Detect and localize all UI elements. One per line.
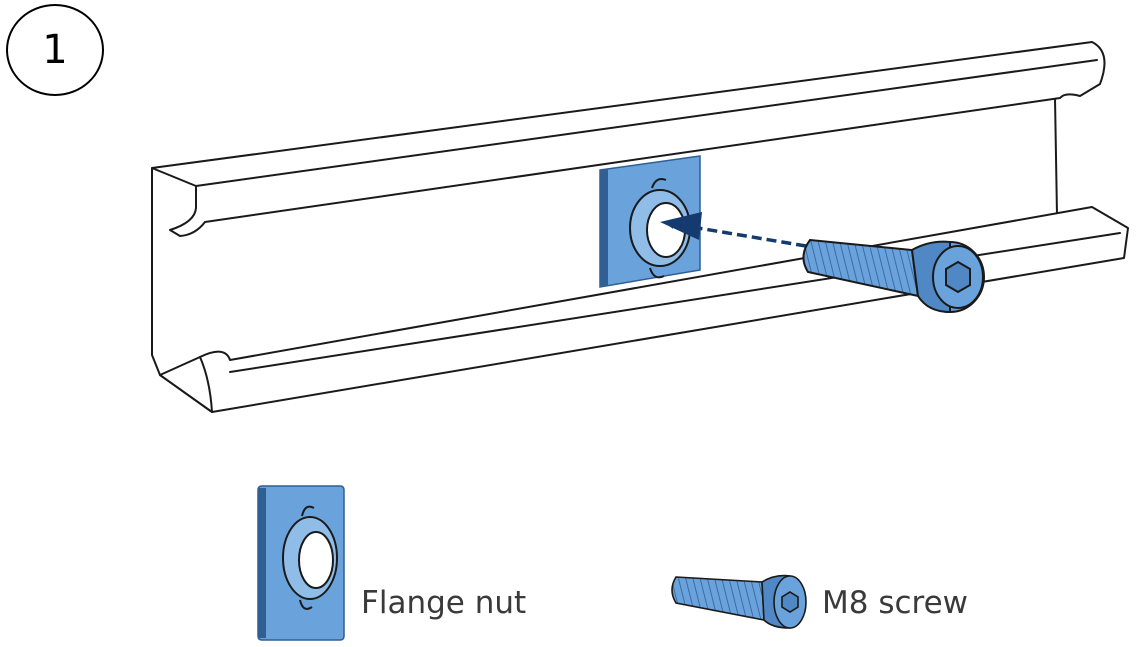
m8-screw-label: M8 screw [822,585,969,621]
insert-arrow-icon [664,219,807,248]
step-number-badge: 1 [6,4,104,96]
flange-nut-icon [257,485,345,641]
flange-nut-label: Flange nut [361,585,527,621]
m8-screw-icon [671,574,807,629]
step-number-text: 1 [42,27,68,73]
m8-screw-in-rail-icon [802,238,985,314]
flange-nut-in-rail-icon [599,155,701,288]
